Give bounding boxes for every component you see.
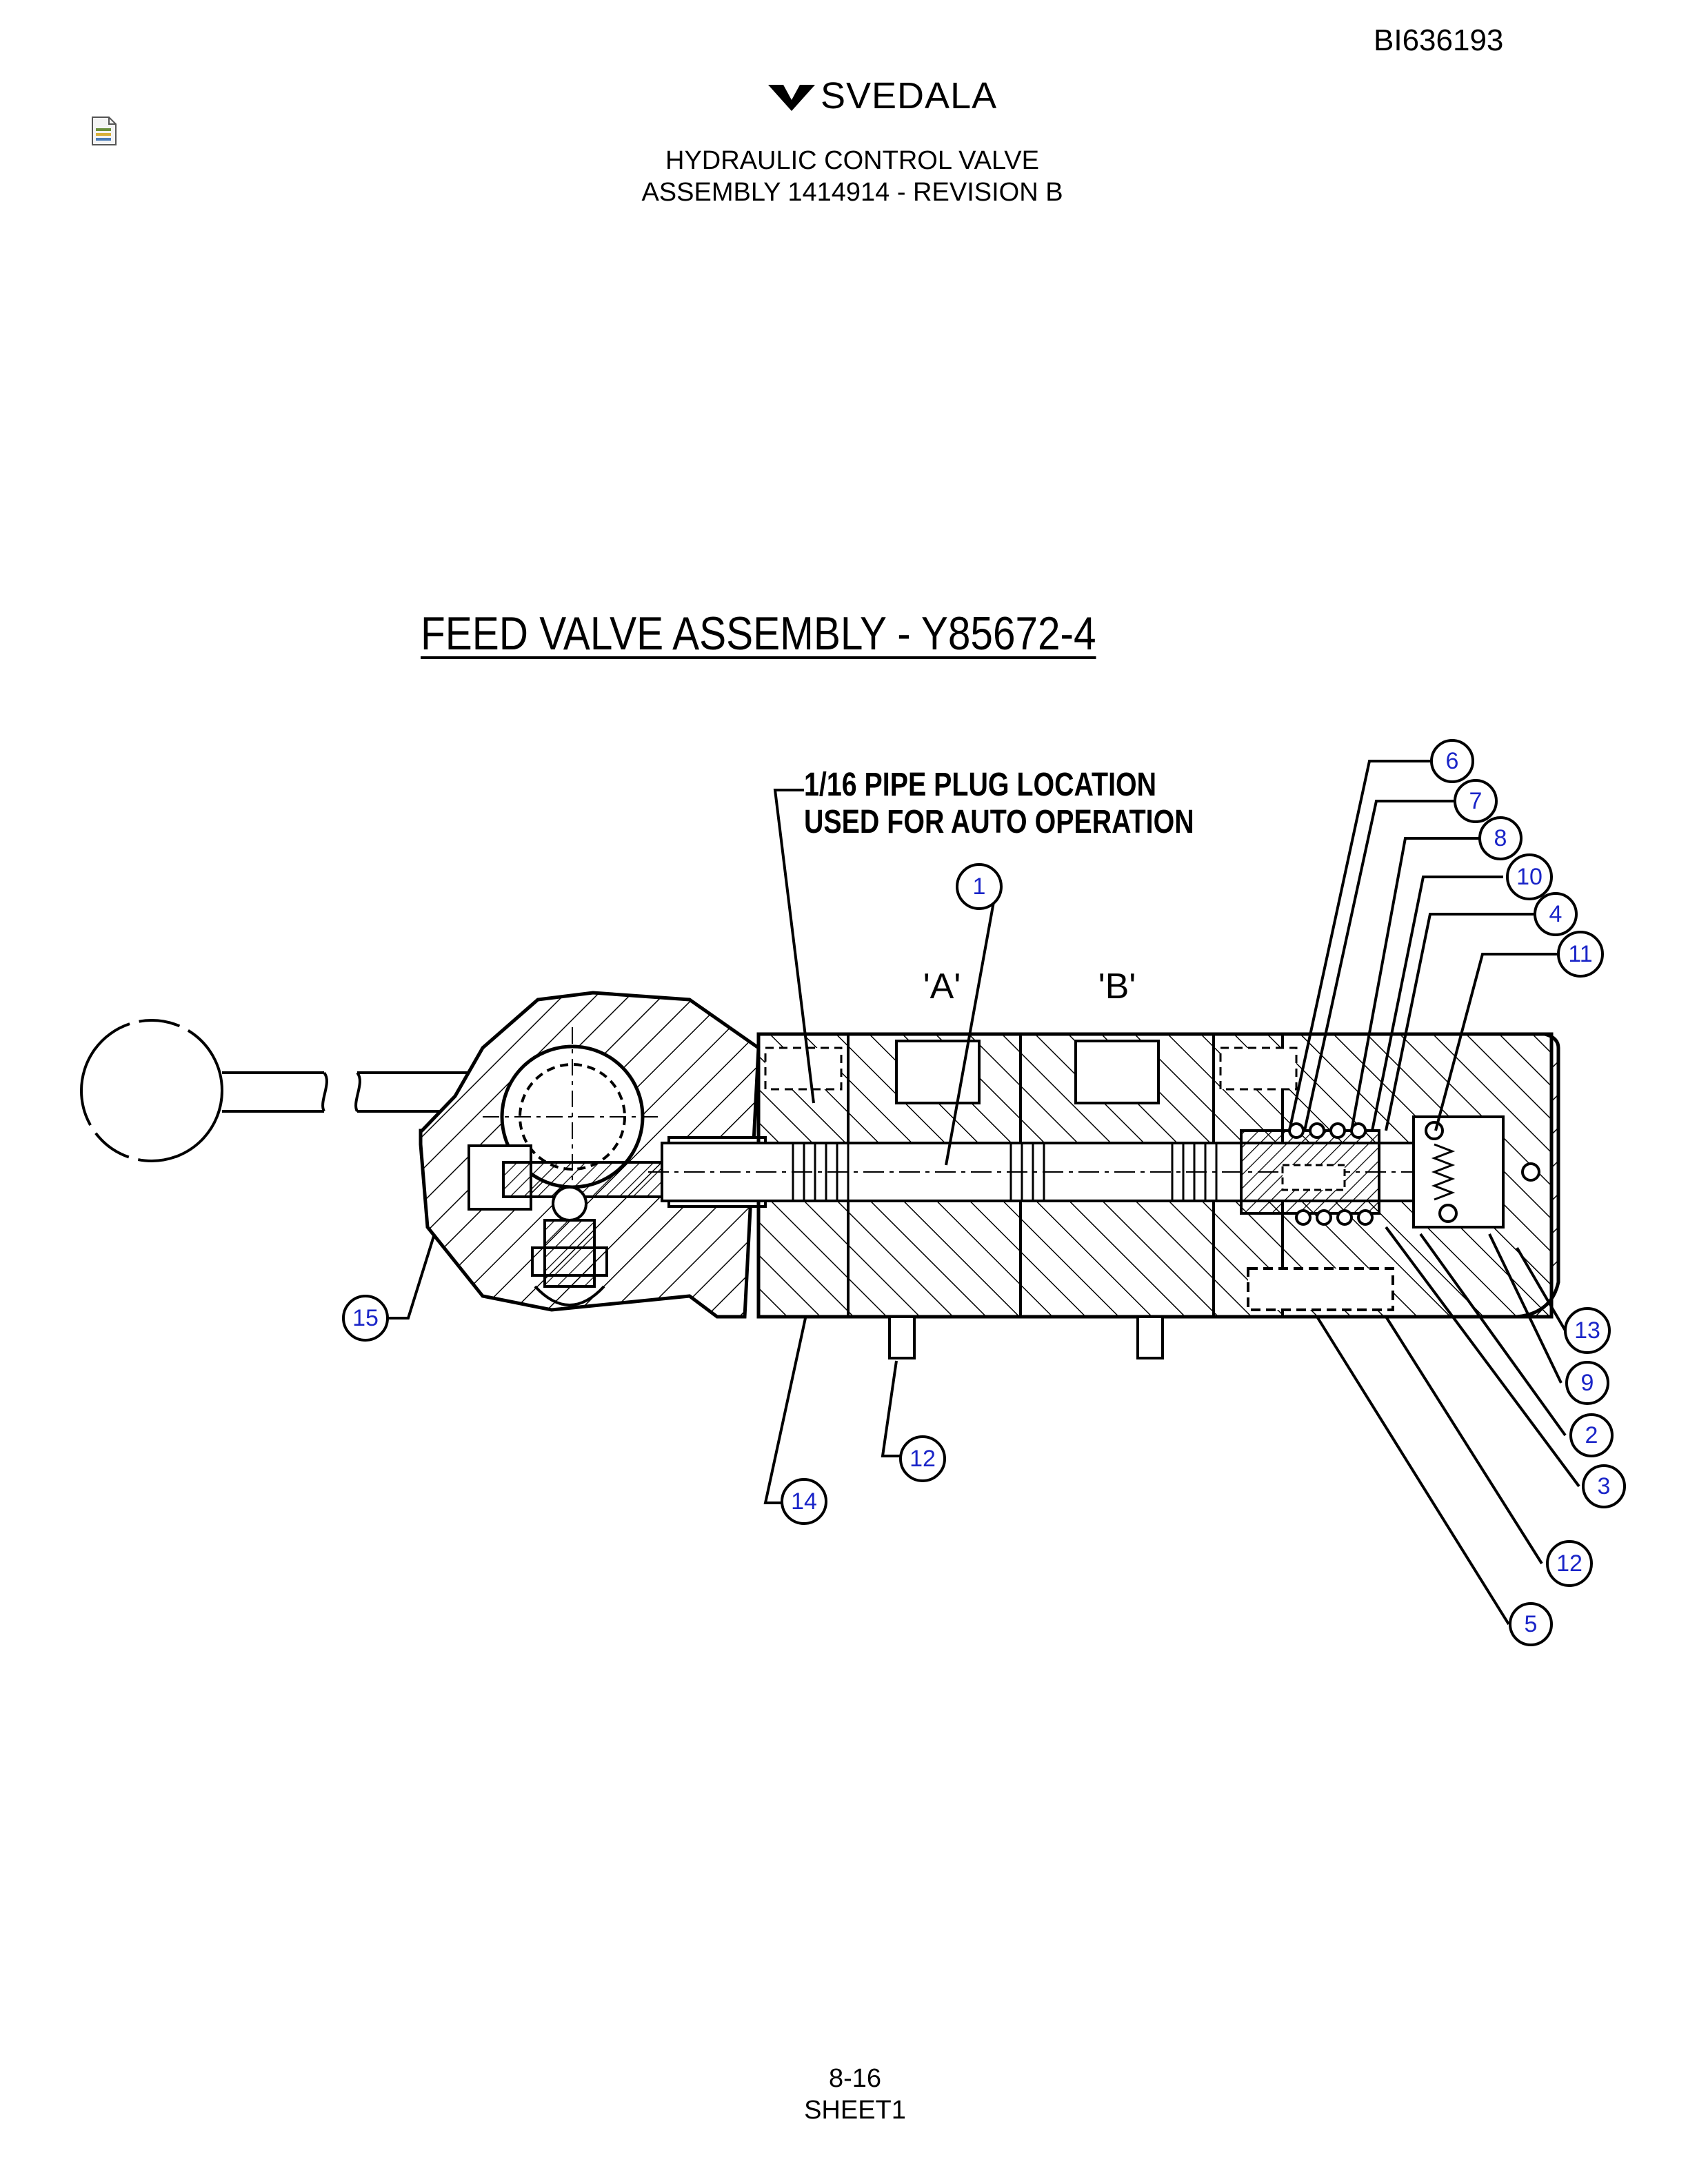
- callout-4: 4: [1534, 892, 1578, 936]
- callout-9: 9: [1565, 1361, 1609, 1405]
- callout-10: 10: [1506, 853, 1553, 900]
- page-footer: 8-16 SHEET1: [0, 2063, 1688, 2126]
- brand-logo: SVEDALA: [765, 74, 997, 117]
- diagram-title: FEED VALVE ASSEMBLY - Y85672-4: [421, 607, 1096, 660]
- svg-text:2: 2: [1585, 1422, 1598, 1448]
- leader-lines: [345, 760, 1580, 1626]
- svg-text:12: 12: [1556, 1550, 1582, 1577]
- pipe-plug-bottom-left: [888, 1315, 916, 1359]
- callout-3: 3: [1582, 1464, 1626, 1508]
- sheet-label: SHEET1: [804, 2096, 906, 2125]
- svg-text:8: 8: [1494, 825, 1507, 851]
- document-file-icon[interactable]: [91, 116, 117, 146]
- svg-text:10: 10: [1516, 864, 1543, 890]
- header-title: HYDRAULIC CONTROL VALVE ASSEMBLY 1414914…: [0, 145, 1688, 208]
- callout-6: 6: [1430, 739, 1474, 783]
- pipe-plug-note-line2: USED FOR AUTO OPERATION: [804, 804, 1194, 840]
- callout-2: 2: [1569, 1413, 1614, 1457]
- part-callouts: 6 7 8 10 4 11 1 15 12 14 13 9 2 3 12 5: [342, 739, 1626, 1646]
- svg-text:7: 7: [1469, 788, 1483, 814]
- callout-12-right: 12: [1546, 1540, 1593, 1587]
- svg-text:12: 12: [910, 1446, 936, 1472]
- pipe-plug-note-line1: 1/16 PIPE PLUG LOCATION: [804, 767, 1157, 803]
- port-b-label: 'B': [1098, 967, 1136, 1007]
- svg-text:11: 11: [1568, 941, 1592, 967]
- header-title-line2: ASSEMBLY 1414914 - REVISION B: [641, 178, 1063, 207]
- callout-7: 7: [1454, 779, 1498, 823]
- svg-text:9: 9: [1581, 1370, 1594, 1396]
- valve-body: [648, 1032, 1560, 1359]
- brand-name: SVEDALA: [821, 75, 998, 117]
- svg-text:13: 13: [1574, 1317, 1600, 1344]
- svg-text:14: 14: [791, 1488, 817, 1515]
- header-title-line1: HYDRAULIC CONTROL VALVE: [665, 146, 1039, 175]
- callout-8: 8: [1478, 816, 1523, 860]
- svg-text:3: 3: [1598, 1473, 1611, 1499]
- svg-text:1: 1: [973, 873, 986, 900]
- callout-13: 13: [1564, 1307, 1611, 1354]
- port-a-label: 'A': [923, 967, 961, 1007]
- callout-1: 1: [956, 863, 1003, 910]
- svedala-logo-icon: [768, 85, 815, 111]
- pipe-plug-bottom-right: [1136, 1315, 1164, 1359]
- callout-11: 11: [1557, 931, 1604, 978]
- callout-12-left: 12: [899, 1435, 946, 1482]
- svg-text:15: 15: [352, 1305, 379, 1331]
- svg-text:4: 4: [1549, 901, 1563, 927]
- handle-knob: [80, 1019, 223, 1162]
- document-id: BI636193: [1374, 23, 1504, 57]
- handle-shaft: [222, 1071, 469, 1113]
- callout-14: 14: [781, 1478, 827, 1525]
- callout-5: 5: [1509, 1602, 1553, 1646]
- svg-text:5: 5: [1525, 1611, 1538, 1637]
- svg-text:6: 6: [1446, 748, 1459, 774]
- callout-15: 15: [342, 1295, 389, 1342]
- pipe-plug-note: 1/16 PIPE PLUG LOCATION USED FOR AUTO OP…: [804, 767, 1194, 841]
- page-number: 8-16: [828, 2064, 882, 2093]
